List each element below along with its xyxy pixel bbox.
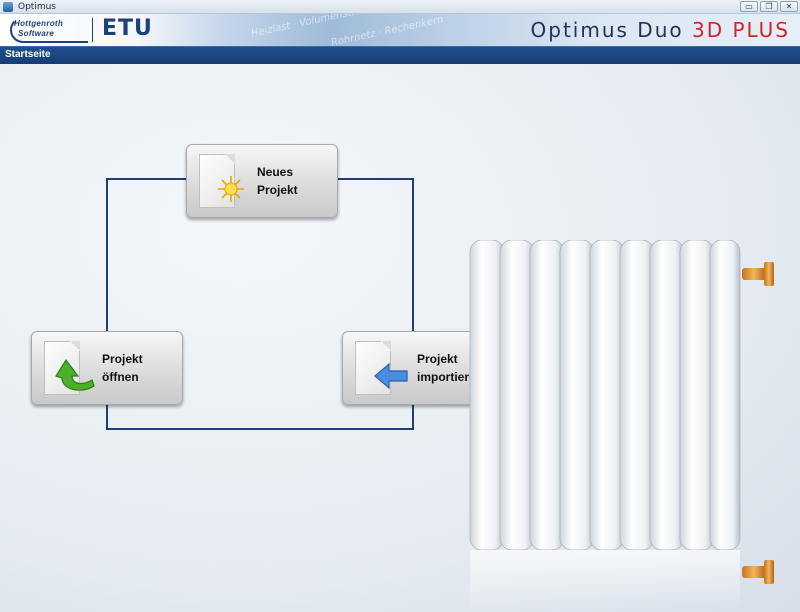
document-icon	[355, 341, 391, 395]
open-project-label: Projekt öffnen	[102, 350, 143, 386]
window-title-bar: Optimus ▭ ❐ ✕	[0, 0, 800, 14]
etu-logo: ETU	[102, 16, 153, 41]
new-project-label: Neues Projekt	[257, 163, 298, 199]
section-title: Startseite	[5, 49, 51, 60]
radiator-reflection	[470, 550, 740, 612]
new-project-label-line1: Neues	[257, 165, 294, 179]
window-controls: ▭ ❐ ✕	[740, 1, 798, 12]
import-project-label-line2: importieren	[417, 370, 484, 384]
open-project-button[interactable]: Projekt öffnen	[31, 331, 183, 405]
logo-text-line1: Hottgenroth	[14, 19, 64, 28]
valve-top-icon	[742, 262, 774, 286]
new-project-label-line2: Projekt	[257, 183, 298, 197]
new-star-icon	[218, 176, 244, 202]
open-project-label-line2: öffnen	[102, 370, 139, 384]
close-button[interactable]: ✕	[780, 1, 798, 12]
start-page: Neues Projekt Projekt öffnen Projekt imp…	[0, 64, 800, 612]
open-project-label-line1: Projekt	[102, 352, 143, 366]
document-icon	[199, 154, 235, 208]
window-title: Optimus	[18, 1, 56, 12]
header-banner: Heizlast · Volumenstrom Rohrnetz · Reche…	[0, 14, 800, 46]
logo-text-line2: Software	[18, 29, 55, 38]
product-name-main: Optimus Duo	[530, 18, 692, 42]
hottgenroth-logo: Hottgenroth Software	[10, 17, 88, 43]
product-name: Optimus Duo 3D PLUS	[531, 18, 790, 42]
import-project-button[interactable]: Projekt importieren	[342, 331, 494, 405]
import-project-label: Projekt importieren	[417, 350, 483, 386]
radiator-fins	[469, 240, 741, 551]
import-project-label-line1: Projekt	[417, 352, 458, 366]
restore-button[interactable]: ❐	[760, 1, 778, 12]
app-icon	[3, 1, 13, 12]
import-arrow-icon	[374, 362, 408, 390]
minimize-button[interactable]: ▭	[740, 1, 758, 12]
product-name-edition: 3D PLUS	[691, 18, 790, 42]
valve-bottom-icon	[742, 560, 774, 584]
radiator-illustration	[469, 240, 774, 612]
section-header: Startseite	[0, 46, 800, 64]
logo-swoosh	[10, 17, 88, 43]
new-project-button[interactable]: Neues Projekt	[186, 144, 338, 218]
logo-divider	[92, 18, 93, 42]
open-arrow-icon	[55, 358, 95, 391]
